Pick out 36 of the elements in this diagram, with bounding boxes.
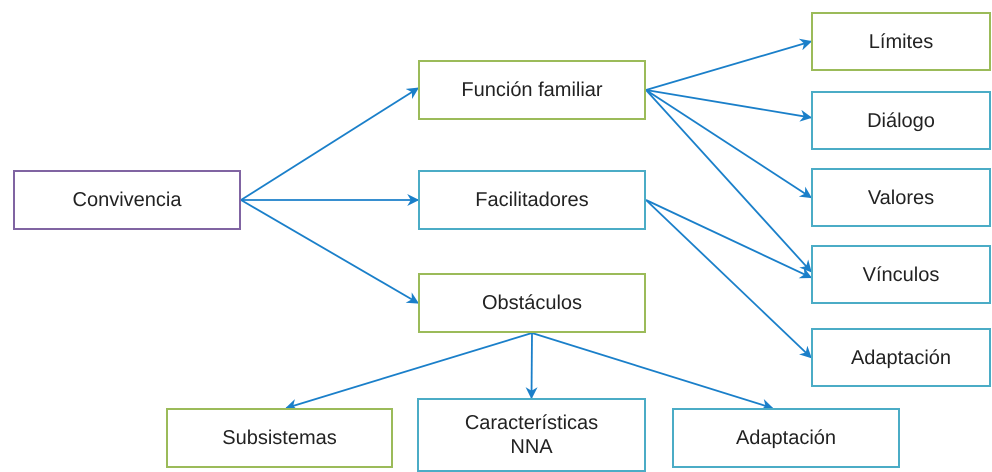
box-label: Valores bbox=[868, 186, 934, 210]
process-box bbox=[672, 408, 900, 468]
box-label: Facilitadores bbox=[475, 188, 589, 212]
process-box bbox=[811, 328, 991, 387]
arrow bbox=[646, 89, 812, 122]
arrow bbox=[240, 87, 420, 201]
process-box bbox=[417, 398, 646, 472]
box-label: Características NNA bbox=[464, 411, 600, 459]
arrow bbox=[646, 199, 812, 278]
box-label: Adaptación bbox=[736, 426, 836, 450]
box-label: Subsistemas bbox=[222, 426, 337, 450]
box-label: Función familiar bbox=[461, 78, 603, 102]
arrow bbox=[645, 89, 812, 272]
arrow bbox=[526, 333, 538, 400]
box-label: Diálogo bbox=[867, 108, 935, 132]
arrow bbox=[646, 89, 812, 198]
process-box bbox=[811, 168, 991, 227]
box-label: Límites bbox=[868, 30, 934, 54]
box-label: Convivencia bbox=[72, 188, 182, 212]
box-label: Adaptación bbox=[850, 346, 952, 370]
arrow bbox=[240, 199, 420, 304]
arrow bbox=[646, 38, 812, 91]
process-box bbox=[811, 12, 991, 71]
arrow bbox=[645, 199, 812, 358]
arrow bbox=[285, 332, 532, 411]
arrow bbox=[241, 194, 420, 206]
process-box bbox=[166, 408, 393, 468]
box-label: Vínculos bbox=[862, 262, 940, 286]
process-box bbox=[811, 91, 991, 150]
process-box bbox=[418, 60, 646, 120]
process-box bbox=[811, 245, 991, 304]
process-box bbox=[418, 170, 646, 230]
process-box bbox=[13, 170, 241, 230]
arrow bbox=[532, 332, 774, 410]
box-label: Obstáculos bbox=[482, 291, 582, 315]
process-box bbox=[418, 273, 646, 333]
